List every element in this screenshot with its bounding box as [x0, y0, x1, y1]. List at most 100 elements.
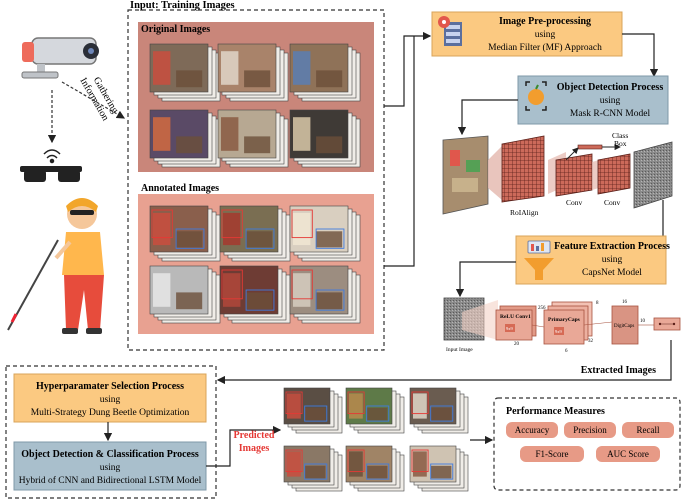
server-gear-icon [438, 16, 462, 46]
annotated-images-label: Annotated Images [141, 183, 219, 194]
wifi-icon [43, 149, 61, 164]
digit-caps-label: DigitCaps [614, 324, 634, 329]
capsnet-diagram: Input Image ReLU Conv1 9x9 256 20 Primar… [443, 297, 681, 354]
apple-detect-icon [525, 81, 547, 111]
class-box-bar [577, 144, 603, 150]
conv2-grid [597, 153, 631, 195]
image-thumbnail-stack [409, 445, 469, 492]
metric-f1-score: F1-Score [520, 446, 584, 462]
conv2-label: Conv [604, 198, 621, 207]
image-thumbnail-stack [289, 205, 361, 262]
n6-label: 6 [565, 349, 568, 354]
predicted-image-thumbnails [283, 387, 469, 492]
preprocessing-method: Median Filter (MF) Approach [488, 42, 602, 53]
image-thumbnail-stack [345, 387, 405, 434]
performance-title: Performance Measures [506, 406, 605, 417]
image-thumbnail-stack [149, 205, 221, 262]
metric-auc-label: AUC Score [607, 449, 649, 459]
object-detection-using: using [600, 96, 621, 106]
classification-using: using [100, 463, 121, 473]
image-thumbnail-stack [149, 109, 221, 168]
original-images-label: Original Images [141, 24, 210, 35]
image-thumbnail-stack [217, 43, 289, 102]
funnel-icon [524, 240, 554, 280]
n9a-label: 9x9 [506, 326, 514, 331]
camera-to-input-arrow [61, 81, 126, 119]
box-label: Box [614, 139, 627, 148]
feature-extraction-method: CapsNet Model [582, 268, 642, 278]
info-gathering-label: Information Gathering [77, 75, 120, 123]
maskrcnn-input-image [442, 135, 489, 215]
relu-conv1-label: ReLU Conv1 [500, 314, 531, 320]
detection-to-maskrcnn-arrow [457, 99, 518, 136]
camera-icon [21, 37, 99, 79]
metric-accuracy-label: Accuracy [515, 425, 550, 435]
image-thumbnail-stack [345, 445, 405, 492]
extracted-images-label: Extracted Images [581, 365, 656, 376]
annotated-image-thumbnails [149, 205, 361, 324]
classification-method: Hybrid of CNN and Bidirectional LSTM Mod… [19, 475, 202, 486]
roialign-label: RoIAlign [510, 208, 539, 217]
n10-label: 10 [640, 319, 646, 324]
original-image-thumbnails [149, 43, 361, 168]
object-detection-box: Object Detection Process using Mask R-CN… [517, 75, 669, 125]
metric-accuracy: Accuracy [506, 422, 558, 438]
object-detection-method: Mask R-CNN Model [570, 109, 651, 119]
conv1-grid [555, 153, 593, 197]
metric-f1-label: F1-Score [536, 449, 569, 459]
metric-recall-label: Recall [637, 425, 660, 435]
object-detection-title: Object Detection Process [557, 82, 664, 93]
mask-output [633, 141, 673, 209]
image-thumbnail-stack [149, 43, 221, 102]
n9b-label: 9x9 [555, 329, 563, 334]
hyperparameter-using: using [100, 395, 121, 405]
classification-to-predicted-arrow [206, 425, 282, 467]
roialign-grid [501, 135, 545, 203]
training-images-title: Input: Training Images [130, 0, 235, 11]
n20-label: 20 [514, 342, 520, 347]
metric-precision: Precision [564, 422, 616, 438]
performance-measures-box [493, 397, 681, 491]
feature-to-capsnet-arrow [455, 261, 516, 298]
hyperparameter-box: Hyperparamater Selection Process using M… [13, 373, 207, 423]
preprocess-to-detection-arrow [622, 33, 659, 78]
image-thumbnail-stack [289, 109, 361, 168]
smart-glasses-icon [20, 166, 82, 182]
extracted-to-hyperparam-arrow [216, 340, 672, 385]
image-thumbnail-stack [217, 109, 289, 168]
image-thumbnail-stack [283, 387, 343, 434]
digit-caps-block [611, 305, 639, 345]
predicted-label-1: Predicted [234, 430, 275, 441]
original-to-preprocess-arrow [384, 31, 432, 107]
feature-extraction-using: using [602, 255, 623, 265]
input-image-label: Input Image [446, 347, 473, 353]
metric-auc-score: AUC Score [596, 446, 660, 462]
primary-caps-label: PrimaryCaps [548, 317, 580, 323]
training-images-box [127, 9, 385, 351]
n256-label: 256 [538, 306, 546, 311]
feature-extraction-box: Feature Extraction Process using CapsNet… [515, 235, 670, 285]
image-thumbnail-stack [219, 265, 291, 324]
preprocessing-using: using [535, 30, 556, 40]
image-thumbnail-stack [409, 387, 469, 434]
n8-label: 8 [596, 301, 599, 306]
image-thumbnail-stack [283, 445, 343, 492]
metric-precision-label: Precision [573, 425, 607, 435]
classification-stage-box [5, 365, 217, 499]
conv1-label: Conv [566, 198, 583, 207]
classification-title: Object Detection & Classification Proces… [21, 449, 199, 460]
n32-label: 32 [588, 339, 594, 344]
person-icon [7, 198, 104, 334]
metric-recall: Recall [622, 422, 674, 438]
mask-rcnn-diagram: RoIAlign Conv Conv Class Box [442, 131, 673, 217]
image-thumbnail-stack [149, 265, 221, 324]
image-thumbnail-stack [289, 265, 361, 324]
preprocessing-title: Image Pre-processing [499, 16, 591, 27]
image-thumbnail-stack [289, 43, 361, 102]
image-thumbnail-stack [219, 205, 291, 262]
preprocessing-box: Image Pre-processing using Median Filter… [431, 11, 623, 57]
classification-box: Object Detection & Classification Proces… [13, 441, 207, 491]
feature-extraction-title: Feature Extraction Process [554, 241, 670, 252]
hyperparameter-method: Multi-Strategy Dung Beetle Optimization [31, 408, 190, 418]
